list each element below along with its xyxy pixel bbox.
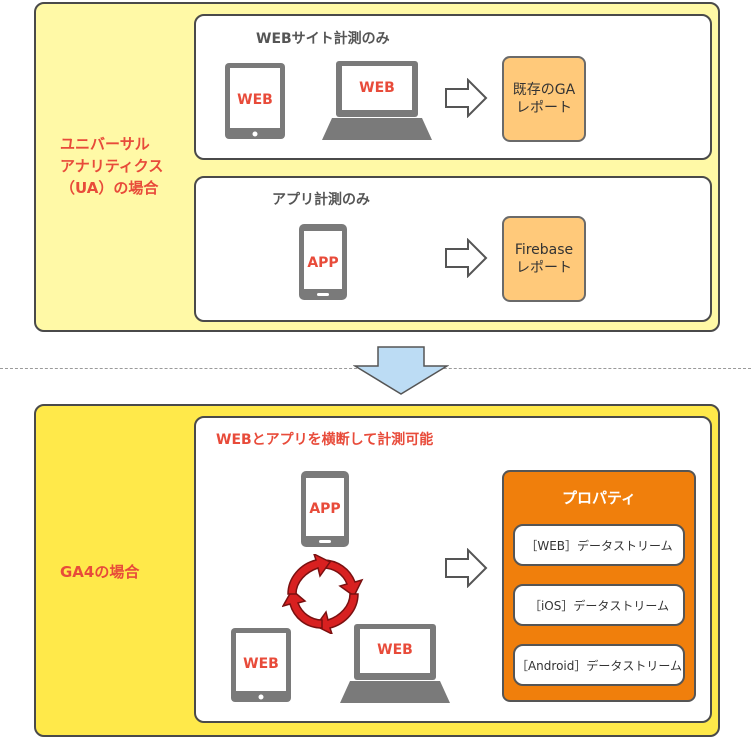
firebase-report-line-2: レポート — [515, 260, 572, 276]
ga4-laptop-label: WEB — [377, 642, 413, 658]
web-tablet-label: WEB — [237, 92, 273, 108]
laptop-icon — [322, 61, 432, 140]
arrow-right-icon — [445, 548, 488, 588]
ua-label-line-2: アナリティクス — [60, 157, 164, 175]
web-data-stream: ［WEB］データストリーム — [513, 524, 685, 566]
ga-report-box: 既存のGA レポート — [502, 56, 586, 142]
tablet-icon — [225, 63, 285, 139]
ga4-section-label: GA4の場合 — [60, 563, 140, 581]
phone-icon — [301, 471, 349, 547]
ga4-tablet-label: WEB — [243, 656, 279, 672]
arrow-right-icon — [445, 78, 488, 118]
ga-report-line-1: 既存のGA — [512, 82, 576, 98]
ga4-panel-title: WEBとアプリを横断して計測可能 — [216, 432, 434, 448]
ua-section-label: ユニバーサル アナリティクス （UA）の場合 — [60, 133, 163, 199]
phone-icon — [299, 224, 347, 300]
web-panel-title: WEBサイト計測のみ — [256, 31, 390, 47]
firebase-report-line-1: Firebase — [514, 242, 574, 258]
property-title: プロパティ — [561, 489, 637, 507]
cycle-arrows-icon — [282, 554, 364, 634]
firebase-report-box: Firebase レポート — [502, 216, 586, 302]
android-data-stream: ［Android］データストリーム — [513, 644, 685, 686]
app-phone-label: APP — [307, 255, 339, 271]
web-laptop-label: WEB — [359, 80, 395, 96]
arrow-right-icon — [445, 238, 488, 278]
tablet-icon — [231, 628, 291, 702]
ios-data-stream: ［iOS］データストリーム — [513, 584, 685, 626]
ua-label-line-1: ユニバーサル — [60, 135, 150, 153]
laptop-icon — [340, 624, 450, 703]
ua-label-line-3: （UA）の場合 — [60, 179, 159, 197]
app-panel-title: アプリ計測のみ — [272, 192, 370, 208]
ga4-phone-label: APP — [309, 501, 341, 517]
arrow-down-icon — [353, 346, 449, 395]
ga-report-line-2: レポート — [516, 100, 572, 116]
